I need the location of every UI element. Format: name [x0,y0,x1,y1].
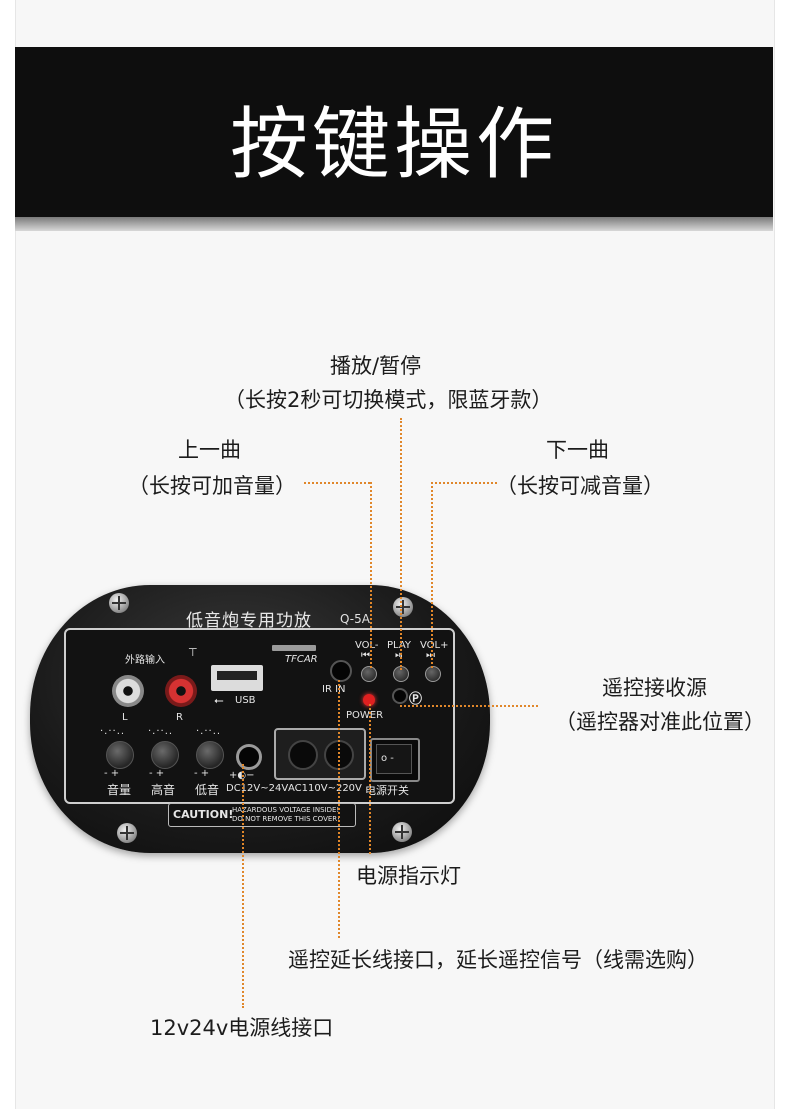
power-label: POWER [346,710,384,721]
treble-range-icon: - + [149,768,165,779]
volume-label: 音量 [107,783,132,797]
usb-label: USB [235,695,256,706]
ac-power-socket [274,728,366,780]
vol-plus-label: VOL+ [420,640,449,651]
play-label: PLAY [387,640,412,651]
page-title: 按键操作 [229,100,558,190]
tf-card-slot [272,645,316,651]
next-track-button[interactable] [425,666,441,682]
rca-right-label: R [176,712,183,723]
play-pause-label: 播放/暂停 [330,354,422,378]
banner-shadow [15,217,773,231]
power-led [363,694,375,706]
ir-extension-jack [330,660,352,682]
play-pause-icon: ⏯ [395,650,403,661]
ir-in-label: IR IN [322,684,346,695]
treble-knob[interactable] [151,741,179,769]
rca-right-jack [165,675,197,707]
next-track-note: （长按可减音量） [496,474,664,498]
prev-track-note: （长按可加音量） [128,474,296,498]
next-track-leader-v [431,482,433,668]
ir-receiver-note: （遥控器对准此位置） [555,710,765,734]
ir-extension-label: 遥控延长线接口，延长遥控信号（线需选购） [288,948,708,972]
next-icon: ⏭ [426,650,435,661]
device-model: Q-5A [340,612,370,626]
bass-range-icon: - + [194,768,210,779]
usb-icon: ⭠ [214,693,224,707]
tf-card-label: TFCAR [285,654,318,665]
screw-icon [393,597,413,617]
volume-knob[interactable] [106,741,134,769]
vol-minus-label: VOL- [355,640,379,651]
ir-receiver [392,688,408,704]
next-track-label: 下一曲 [546,438,609,462]
dc-voltage-label: DC12V~24V [226,783,289,794]
volume-range-icon: - + [104,768,120,779]
ir-receiver-label: 遥控接收源 [602,676,707,700]
ext-input-label: 外路输入 [125,655,165,666]
knob-scale-icon: ·.··.. [148,726,174,737]
dc-power-jack [236,744,262,770]
usb-port [211,665,263,691]
treble-label: 高音 [151,783,176,797]
knob-scale-icon: ·.··.. [100,726,126,737]
ir-receiver-icon: Ⓟ [409,692,423,707]
dc-polarity-icon: +◐− [229,770,255,781]
power-indicator-leader [369,704,371,854]
prev-track-label: 上一曲 [178,438,241,462]
ir-extension-leader [338,680,340,938]
power-switch-rocker [376,744,412,774]
dc-input-leader [242,764,244,1008]
rca-left-jack [112,675,144,707]
power-indicator-label: 电源指示灯 [356,864,461,888]
prev-track-button[interactable] [361,666,377,682]
play-pause-note: （长按2秒可切换模式，限蓝牙款） [224,388,553,412]
prev-icon: ⏮ [361,650,370,661]
screw-icon [109,593,129,613]
caution-line-2: DO NOT REMOVE THIS COVER! [232,815,340,823]
prev-track-leader-v [370,482,372,668]
rca-left-label: L [122,712,128,723]
knob-scale-icon: ·.··.. [196,726,222,737]
bass-knob[interactable] [196,741,224,769]
ir-receiver-leader [400,705,538,707]
screw-icon [392,822,412,842]
play-pause-leader [400,418,402,670]
device-name: 低音炮专用功放 [186,611,312,631]
bass-label: 低音 [195,783,220,797]
caution-line-1: HAZARDOUS VOLTAGE INSIDE! [232,806,340,814]
title-banner [15,47,773,217]
switch-symbol-icon: o - [381,753,394,764]
power-switch-label: 电源开关 [365,784,409,797]
prev-track-leader-h [304,482,370,484]
caution-title: CAUTION! [173,808,234,821]
dc-input-label: 12v24v电源线接口 [150,1016,334,1040]
screw-icon [117,823,137,843]
next-track-leader-h [431,482,497,484]
ac-voltage-label: AC110V~220V [288,783,362,794]
antenna-icon: ⊤ [188,646,198,659]
caution-plate [168,803,356,827]
